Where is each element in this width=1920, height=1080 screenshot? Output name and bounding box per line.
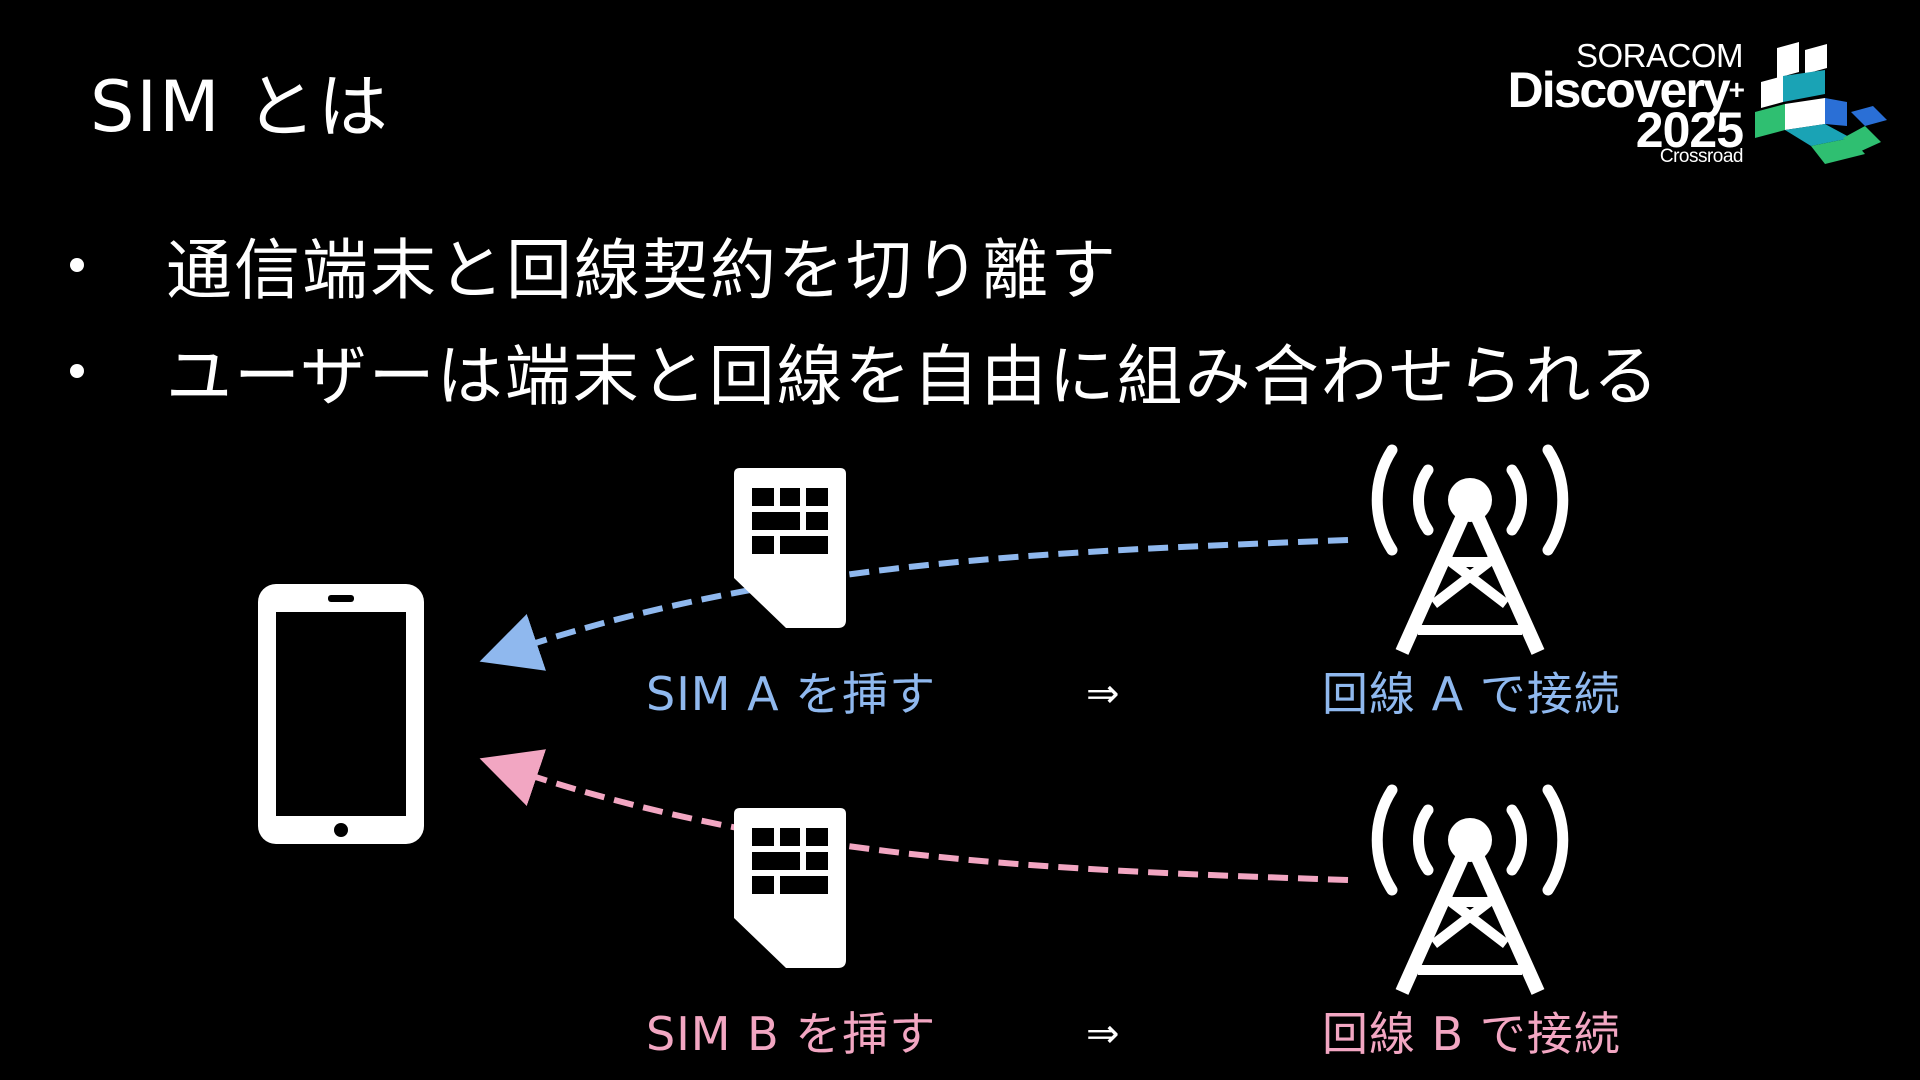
sim-a-label: SIM A を挿す — [646, 667, 937, 721]
implies-arrow-icon: ⇒ — [1086, 671, 1120, 717]
bullet-item: ユーザーは端末と回線を自由に組み合わせられる — [60, 318, 1661, 424]
logo-event: Discovery+ — [1507, 62, 1745, 118]
bullet-dot-icon — [70, 364, 84, 378]
bullet-list: 通信端末と回線契約を切り離す ユーザーは端末と回線を自由に組み合わせられる — [60, 212, 1661, 424]
sim-card-icon — [734, 468, 846, 628]
smartphone-icon — [258, 584, 424, 844]
event-logo: SORACOM Discovery+ 2025 Crossroad — [1495, 38, 1895, 168]
slide-title: SIM とは — [90, 66, 390, 148]
connection-line-a — [479, 537, 1349, 671]
bullet-text: 通信端末と回線契約を切り離す — [166, 232, 1118, 309]
sim-card-icon — [734, 808, 846, 968]
logo-mark-icon — [1755, 42, 1887, 164]
connection-line-b — [479, 749, 1349, 883]
logo-year: 2025 — [1635, 102, 1744, 158]
bullet-text: ユーザーは端末と回線を自由に組み合わせられる — [166, 338, 1661, 415]
cell-tower-icon — [1371, 444, 1569, 655]
logo-brand: SORACOM — [1575, 37, 1744, 74]
logo-plus: + — [1728, 74, 1745, 105]
sim-b-label: SIM B を挿す — [646, 1007, 937, 1061]
bullet-item: 通信端末と回線契約を切り離す — [60, 212, 1661, 318]
implies-arrow-icon: ⇒ — [1086, 1011, 1120, 1057]
logo-event-name: Discovery — [1507, 62, 1731, 118]
cell-tower-icon — [1371, 784, 1569, 995]
line-b-label: 回線 B で接続 — [1322, 1007, 1621, 1061]
bullet-dot-icon — [70, 258, 84, 272]
logo-subtitle: Crossroad — [1659, 146, 1744, 167]
line-a-label: 回線 A で接続 — [1322, 667, 1621, 721]
